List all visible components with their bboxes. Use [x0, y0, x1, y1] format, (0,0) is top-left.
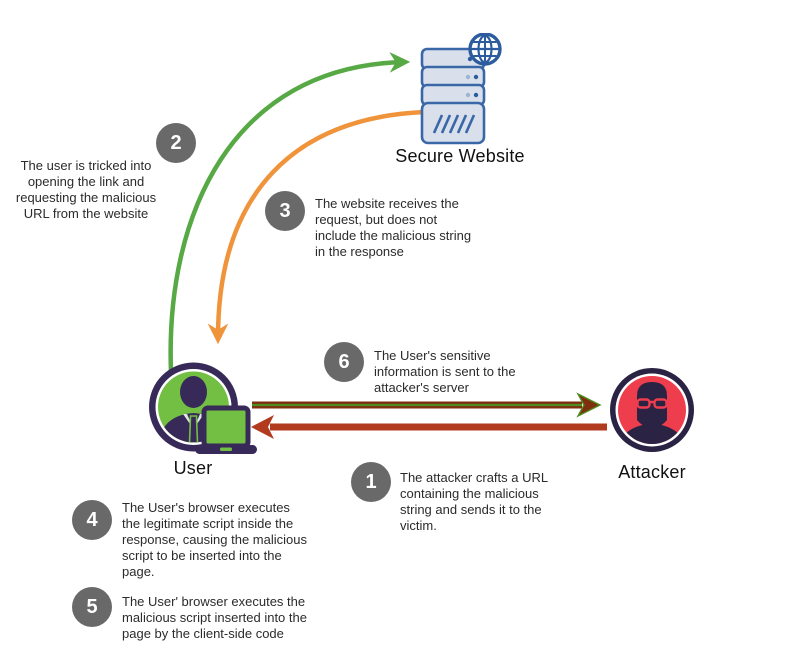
actor-attacker	[608, 366, 696, 454]
secure-website-label: Secure Website	[395, 146, 525, 166]
step-text-4: The User's browser executes the legitima…	[122, 500, 307, 580]
step-badge-6: 6	[324, 342, 364, 382]
step-text-2: The user is tricked into opening the lin…	[15, 158, 157, 222]
step-text-1: The attacker crafts a URL containing the…	[400, 470, 548, 534]
step-badge-2: 2	[156, 123, 196, 163]
response-arrow	[207, 109, 425, 345]
step-badge-4: 4	[72, 500, 112, 540]
user-icon	[149, 362, 257, 454]
actor-user	[138, 352, 264, 458]
glasses-icon	[636, 398, 668, 409]
request-arrow	[168, 52, 411, 373]
step-text-6: The User's sensitive information is sent…	[374, 348, 516, 396]
user-label: User	[173, 458, 213, 478]
actor-secure-website	[414, 32, 506, 145]
globe-icon	[468, 32, 502, 66]
step-badge-5: 5	[72, 587, 112, 627]
step-badge-3: 3	[265, 191, 305, 231]
server-icon	[420, 32, 502, 145]
step-badge-1: 1	[351, 462, 391, 502]
attacker-icon	[610, 368, 694, 452]
exfiltration-arrow	[252, 392, 602, 418]
step-text-5: The User' browser executes the malicious…	[122, 594, 307, 642]
step-text-3: The website receives the request, but do…	[315, 196, 472, 260]
attacker-label: Attacker	[618, 462, 686, 482]
malicious-url-arrow	[251, 415, 607, 439]
laptop-icon	[195, 405, 257, 454]
